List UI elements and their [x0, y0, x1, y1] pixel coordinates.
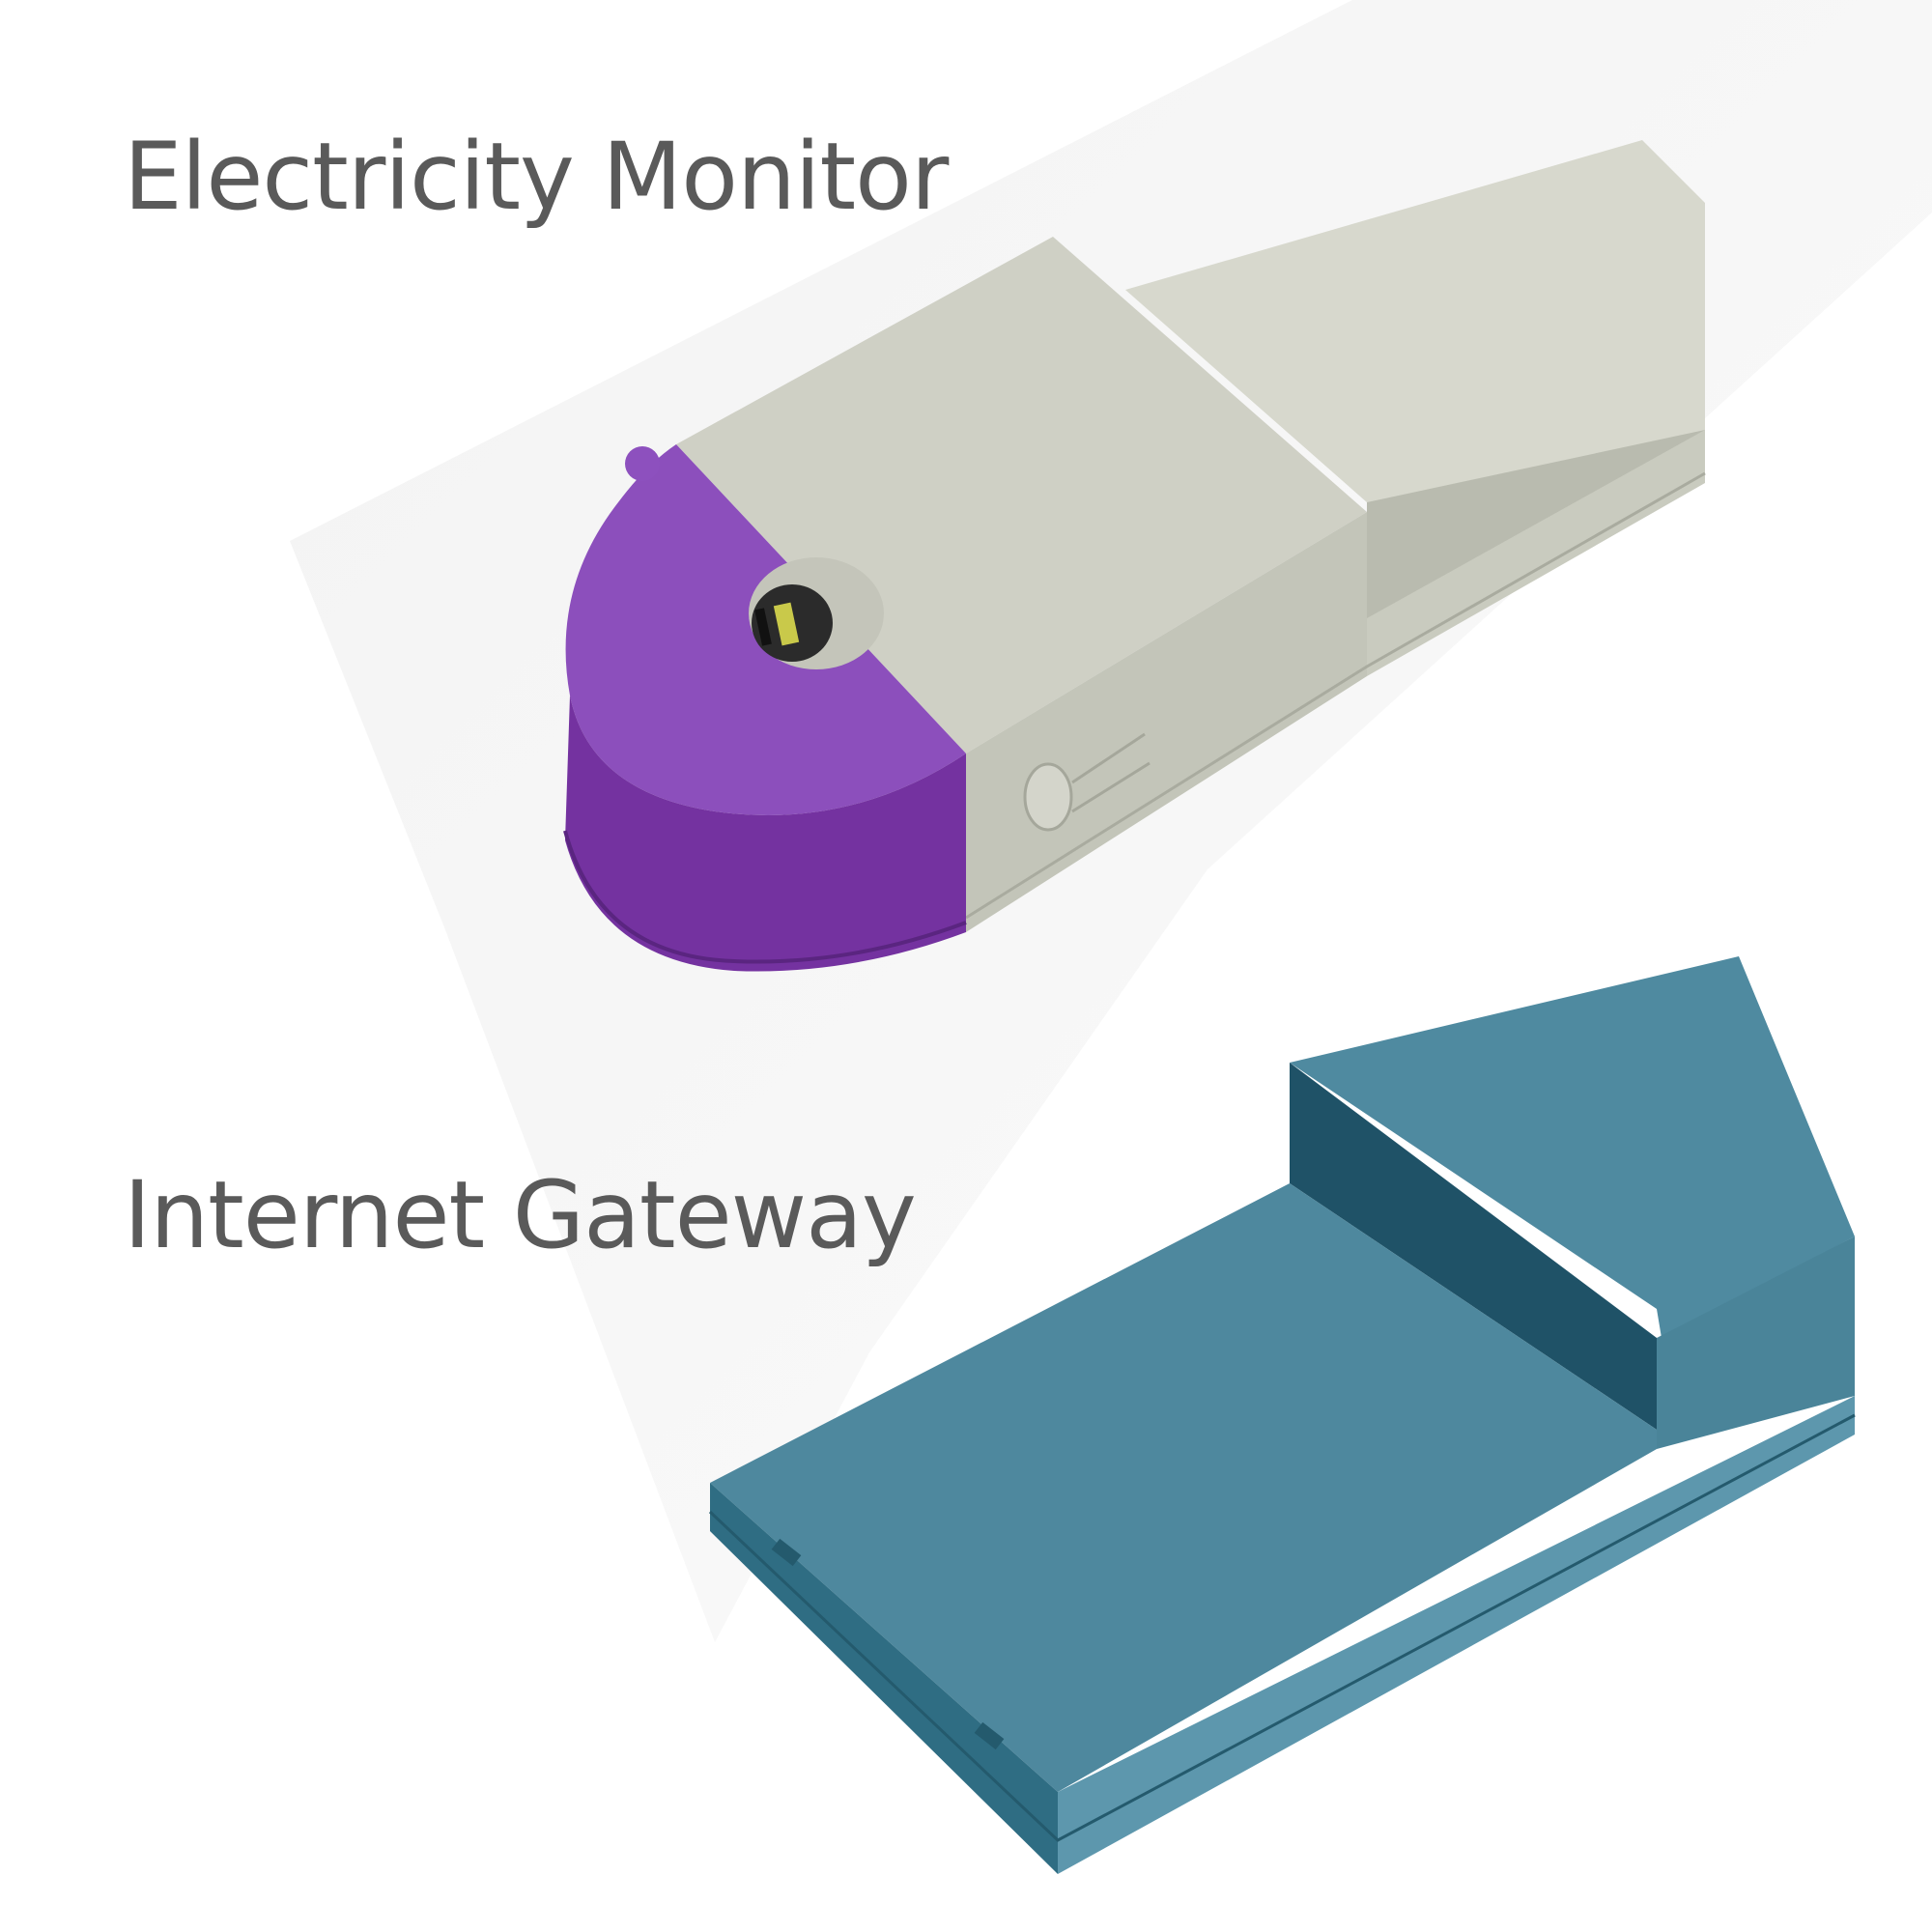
gateway-slab-front: [1058, 1396, 1855, 1874]
gateway-slab-left: [710, 1483, 1058, 1874]
electricity-monitor-title: Electricity Monitor: [124, 123, 949, 231]
gateway-slab-top: [710, 1183, 1657, 1792]
monitor-shelf-front: [1367, 430, 1705, 676]
vent-slot-icon: [974, 1721, 1005, 1750]
vent-slot-icon: [771, 1538, 802, 1567]
clip-side: [565, 696, 966, 972]
gateway-block-top: [1290, 956, 1855, 1338]
monitor-body-front: [966, 512, 1367, 932]
gateway-block-front: [1657, 1236, 1855, 1449]
gateway-block-face: [1290, 1063, 1657, 1430]
clip-knob-icon: [625, 446, 660, 481]
internet-gateway-title: Internet Gateway: [124, 1161, 917, 1269]
slider-switch-icon: [1023, 762, 1073, 832]
